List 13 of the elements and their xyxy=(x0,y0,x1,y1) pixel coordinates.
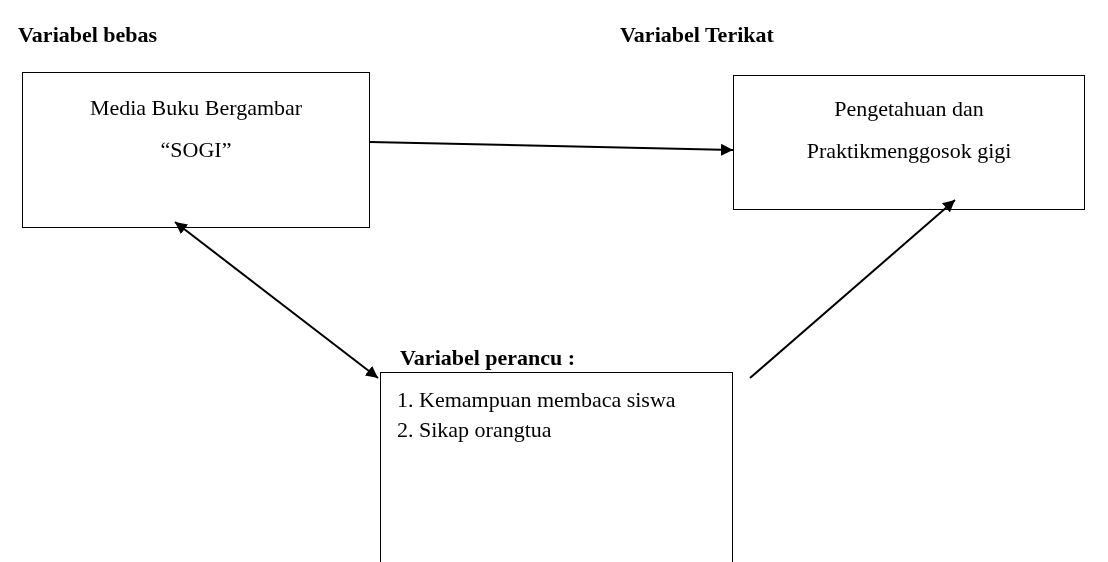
arrow xyxy=(174,221,379,379)
independent-variable-box xyxy=(22,72,370,228)
box-text: Media Buku Bergambar “SOGI” xyxy=(89,95,303,162)
arrow xyxy=(749,199,956,379)
arrow xyxy=(369,141,734,156)
confounding-variable-box xyxy=(380,372,733,562)
list-item: 2. Sikap orangtua xyxy=(397,417,552,442)
variable-heading: Variabel bebas xyxy=(18,22,158,48)
list-item: 1. Kemampuan membaca siswa xyxy=(397,387,676,412)
dependent-variable-box xyxy=(733,75,1085,210)
box-text: Pengetahuan dan Praktikmenggosok gigi xyxy=(806,96,1012,163)
variable-heading: Variabel perancu : xyxy=(400,345,576,371)
variable-heading: Variabel Terikat xyxy=(620,22,774,48)
